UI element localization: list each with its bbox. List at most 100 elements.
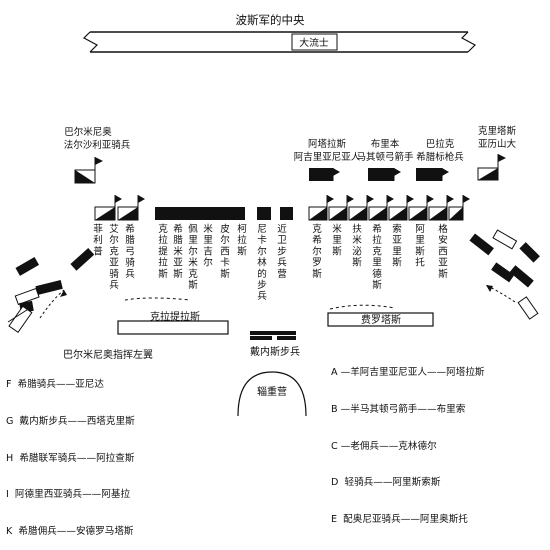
- legend-right-item: C —老佣兵——克林德尔: [331, 440, 437, 452]
- unit-label-char: 德: [372, 268, 382, 280]
- unit-flag: [387, 195, 394, 203]
- unit-flag: [115, 195, 122, 203]
- legend-left-item: G 戴内斯步兵——西塔克里斯: [6, 416, 135, 428]
- unit-label-char: 吉: [203, 245, 213, 257]
- unit-label: 柯拉斯: [237, 223, 247, 257]
- right-wing-line2: 亚历山大: [478, 138, 517, 150]
- left-banner-box: [117, 297, 229, 335]
- unit-label-char: 尔: [203, 257, 213, 269]
- phalanx-block: [155, 207, 245, 220]
- legend-right-item: E 配奥尼亚骑兵——阿里奥斯托: [331, 513, 468, 525]
- unit-label-char: 拉: [372, 234, 382, 246]
- unit-label-char: 克: [372, 246, 382, 257]
- unit-label-char: 米: [173, 245, 183, 257]
- unit-label: 菲利普: [93, 223, 103, 257]
- unit-block-fill: [409, 207, 427, 220]
- unit-label-char: 佩: [188, 223, 198, 235]
- unit-label-char: 斯: [372, 279, 382, 291]
- unit-label-char: 亚: [392, 235, 402, 246]
- unit-label-char: 里: [203, 235, 213, 246]
- unit-label-char: 斯: [438, 268, 448, 280]
- unit-label-char: 柯: [237, 223, 247, 235]
- camp-label: 辎重营: [257, 385, 287, 398]
- unit-label-char: 尔: [109, 234, 119, 246]
- unit-label-char: 里: [188, 235, 198, 246]
- unit-label-char: 希: [173, 223, 183, 235]
- meleager-block: [416, 168, 449, 181]
- banner-right-label: 费罗塔斯: [361, 313, 401, 326]
- unit-label-char: 斯: [220, 268, 230, 280]
- arsaces-block: [309, 168, 340, 181]
- meleager-line1: 巴拉克: [426, 138, 455, 150]
- unit-label-char: 卡: [220, 257, 230, 269]
- unit-block-fill: [118, 207, 138, 220]
- unit-label-char: 扶: [352, 223, 362, 235]
- unit-label-char: 尔: [257, 245, 267, 257]
- unit-label-char: 骑: [109, 268, 119, 280]
- unit-label-char: 索: [392, 223, 402, 235]
- unit-flag: [367, 195, 374, 203]
- unit-label-char: 尔: [312, 245, 322, 257]
- unit-label-char: 尼: [257, 224, 267, 235]
- unit-label-char: 近: [277, 223, 287, 235]
- unit-label-char: 克: [109, 246, 119, 257]
- unit-label-char: 米: [332, 223, 342, 235]
- unit-flag: [427, 195, 434, 203]
- unit-label-char: 兵: [109, 279, 119, 291]
- unit-label-char: 骑: [125, 257, 135, 269]
- unit-label-char: 里: [415, 235, 425, 246]
- unit-label-char: 亚: [109, 258, 119, 269]
- right-banner-box: [327, 304, 434, 327]
- unit-block-fill: [389, 207, 407, 220]
- unit-label-char: 营: [277, 268, 287, 280]
- unit-label-char: 托: [415, 257, 425, 269]
- unit-label-char: 斯: [415, 245, 425, 257]
- unit-label-char: 拉: [158, 257, 168, 269]
- left-wing-units: [7, 247, 95, 333]
- arsaces-line2: 阿吉里亚尼亚人: [294, 152, 361, 163]
- unit-label-char: 米: [352, 234, 362, 246]
- unit-label-char: 斯: [173, 268, 183, 280]
- legend-left-item: F 希腊骑兵——亚尼达: [6, 379, 104, 391]
- unit-label-char: 步: [257, 280, 267, 291]
- arsaces-line1: 阿塔拉斯: [308, 138, 347, 150]
- coenus-line2: 马其顿弓箭手: [356, 151, 414, 163]
- camp-arc: [237, 371, 307, 416]
- unit-label-char: 尔: [220, 234, 230, 246]
- unit-flag: [347, 195, 354, 203]
- unit-label-char: 卡: [257, 234, 267, 246]
- unit-label-char: 的: [257, 268, 267, 280]
- unit-flag: [447, 195, 454, 203]
- coenus-block: [368, 168, 401, 181]
- unit-label-char: 卫: [277, 235, 287, 246]
- unit-label-char: 西: [438, 246, 448, 257]
- unit-label-char: 里: [332, 235, 342, 246]
- unit-flag: [463, 195, 470, 203]
- center-infantry-label: 戴内斯步兵: [250, 345, 300, 358]
- legend-left: F 希腊骑兵——亚尼达 G 戴内斯步兵——西塔克里斯 H 希腊联军骑兵——阿拉查…: [6, 355, 135, 550]
- unit-block-fill: [329, 207, 347, 220]
- unit-label-char: 斯: [237, 245, 247, 257]
- unit-label-char: 腊: [173, 235, 183, 246]
- macedonian-main-line: [94, 195, 470, 221]
- legend-right-item: B —半马其顿弓箭手——布里索: [331, 404, 466, 416]
- unit-label: 米里斯: [332, 223, 342, 257]
- unit-label-char: 菲: [93, 223, 103, 235]
- unit-label-char: 米: [188, 257, 198, 269]
- unit-label-char: 普: [93, 245, 103, 257]
- coenus-line1: 布里本: [371, 138, 400, 150]
- unit-block-fill: [309, 207, 327, 220]
- unit-label-char: 阿: [415, 224, 425, 235]
- legend-right-item: D 轻骑兵——阿里斯索斯: [331, 477, 441, 489]
- center-infantry-block: [250, 331, 296, 340]
- unit-label-char: 克: [188, 269, 198, 280]
- unit-label-char: 泌: [352, 245, 362, 257]
- unit-label-char: 斯: [352, 257, 362, 269]
- unit-label-char: 格: [438, 223, 448, 235]
